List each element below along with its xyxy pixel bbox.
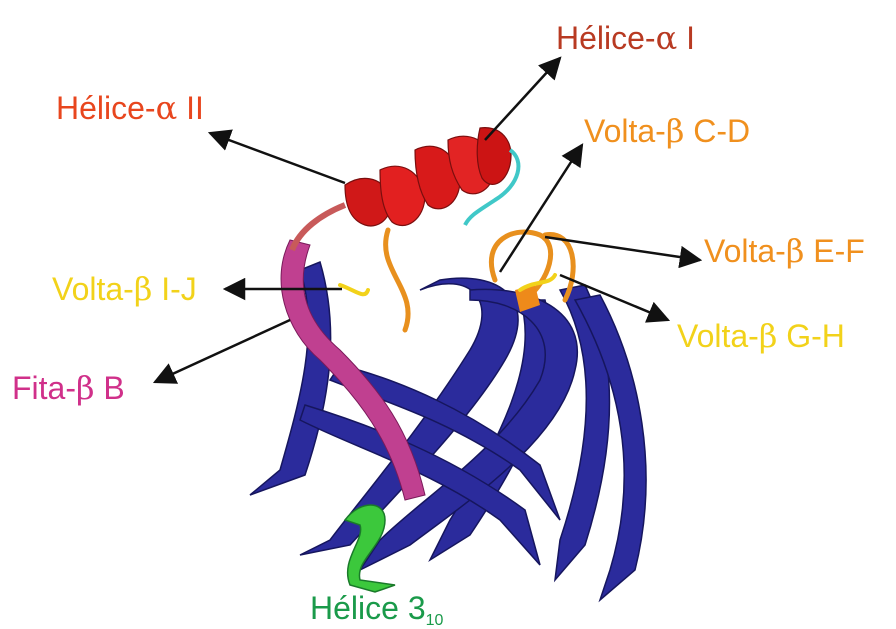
label-turn-cd: Volta-β C-D <box>584 115 750 147</box>
label-helix-alpha-1: Hélice-α I <box>556 22 695 54</box>
label-strand-b: Fita-β B <box>12 372 125 404</box>
label-turn-ij: Volta-β I-J <box>52 273 197 305</box>
label-helix-310: Hélice 310 <box>310 592 443 629</box>
label-turn-gh: Volta-β G-H <box>677 320 845 352</box>
label-helix-alpha-2: Hélice-α II <box>56 92 204 124</box>
arrow-helix-alpha-2 <box>210 133 345 183</box>
alpha-helix-ribbon <box>345 128 511 226</box>
label-turn-ef: Volta-β E-F <box>704 235 865 267</box>
arrow-helix-alpha-1 <box>485 58 560 140</box>
arrow-strand-b <box>155 320 290 382</box>
